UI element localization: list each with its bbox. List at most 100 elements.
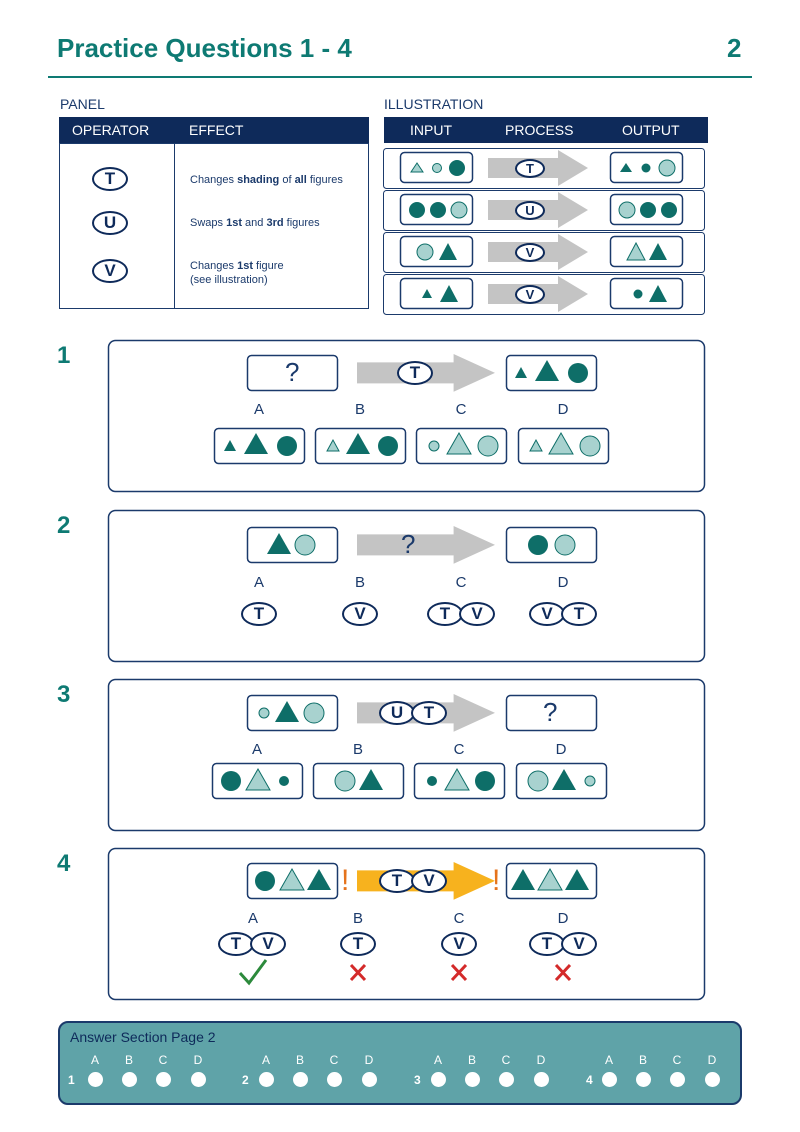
- check-icon: [238, 959, 268, 986]
- q4-option-c-operator[interactable]: V: [441, 932, 477, 956]
- q4-option-d-operator-1[interactable]: T: [529, 932, 565, 956]
- illustration-output-box: [609, 235, 684, 268]
- answer-bubble[interactable]: [636, 1072, 651, 1087]
- answer-bubble[interactable]: [362, 1072, 377, 1087]
- dark-triangle: [552, 769, 576, 790]
- light-triangle: [548, 431, 574, 455]
- q4-option-a-operator-1[interactable]: T: [218, 932, 254, 956]
- option-label[interactable]: D: [557, 910, 569, 927]
- option-label[interactable]: A: [251, 741, 262, 758]
- answer-letter: A: [433, 1053, 442, 1067]
- page-number: 2: [727, 33, 742, 63]
- effect-text: figures: [306, 174, 343, 186]
- illustration-input-box: [399, 277, 474, 310]
- answer-letter: D: [193, 1053, 203, 1067]
- option-label[interactable]: A: [247, 910, 258, 927]
- q4-operator-1: T: [379, 869, 415, 893]
- answer-bubble[interactable]: [670, 1072, 685, 1087]
- answer-bubble[interactable]: [602, 1072, 617, 1087]
- q4-option-a-operator-2[interactable]: V: [250, 932, 286, 956]
- light-circle: [303, 702, 325, 724]
- answer-bubble[interactable]: [122, 1072, 137, 1087]
- option-label[interactable]: B: [352, 910, 363, 927]
- effect-text: figure: [253, 260, 284, 272]
- answer-bubble[interactable]: [465, 1072, 480, 1087]
- option-label[interactable]: C: [453, 741, 465, 758]
- q4-option-b-operator[interactable]: T: [340, 932, 376, 956]
- answer-bubble[interactable]: [499, 1072, 514, 1087]
- dark-circle: [409, 202, 425, 218]
- q2-output-box: [505, 526, 598, 564]
- answer-letter: A: [261, 1053, 270, 1067]
- small-light-triangle: [326, 438, 340, 452]
- dark-triangle: [439, 243, 457, 260]
- option-label[interactable]: D: [555, 741, 567, 758]
- q2-option-d-operator-1[interactable]: V: [529, 602, 565, 626]
- header-divider: [48, 76, 752, 78]
- effect-column-header: EFFECT: [189, 122, 244, 138]
- small-dark-triangle: [422, 289, 432, 298]
- q1-operator: T: [397, 361, 433, 385]
- effect-text: and: [241, 217, 267, 229]
- answer-bubble[interactable]: [156, 1072, 171, 1087]
- answer-bubble[interactable]: [534, 1072, 549, 1087]
- light-circle: [450, 201, 468, 219]
- q2-option-c-operator-2[interactable]: V: [459, 602, 495, 626]
- dark-circle: [568, 363, 588, 383]
- answer-bubble[interactable]: [705, 1072, 720, 1087]
- dark-triangle: [649, 243, 667, 260]
- dark-triangle: [535, 360, 559, 381]
- answer-letter: B: [295, 1053, 304, 1067]
- option-label[interactable]: B: [354, 574, 365, 591]
- option-label[interactable]: D: [557, 574, 569, 591]
- option-label[interactable]: B: [352, 741, 363, 758]
- answer-letter: B: [638, 1053, 647, 1067]
- light-triangle: [444, 767, 470, 791]
- option-label[interactable]: B: [354, 401, 365, 418]
- answer-bubble[interactable]: [191, 1072, 206, 1087]
- dark-triangle: [307, 869, 331, 890]
- small-light-circle: [432, 163, 442, 173]
- answer-bubble[interactable]: [431, 1072, 446, 1087]
- dark-circle: [277, 436, 297, 456]
- input-column-header: INPUT: [410, 122, 452, 138]
- q3-output-box: [505, 694, 598, 732]
- answer-bubble[interactable]: [293, 1072, 308, 1087]
- q2-option-a-operator[interactable]: T: [241, 602, 277, 626]
- dark-triangle: [649, 285, 667, 302]
- effect-t: Changes shading of all figures: [190, 173, 370, 187]
- effect-text: Changes: [190, 174, 238, 186]
- operator-u: U: [92, 211, 128, 235]
- q2-option-c-operator-1[interactable]: T: [427, 602, 463, 626]
- small-dark-circle: [279, 776, 289, 786]
- answer-number: 4: [586, 1073, 593, 1087]
- small-dark-triangle: [620, 163, 632, 172]
- option-label[interactable]: C: [453, 910, 465, 927]
- option-label[interactable]: A: [253, 574, 264, 591]
- option-label[interactable]: D: [557, 401, 569, 418]
- option-label[interactable]: C: [455, 401, 467, 418]
- dark-triangle: [244, 433, 268, 454]
- effect-text: Changes: [190, 260, 238, 272]
- option-label[interactable]: A: [253, 401, 264, 418]
- large-dark-circle: [449, 160, 465, 176]
- dark-triangle: [346, 433, 370, 454]
- answer-letter: B: [124, 1053, 133, 1067]
- light-circle: [618, 201, 636, 219]
- answer-number: 2: [242, 1073, 249, 1087]
- answer-bubble[interactable]: [327, 1072, 342, 1087]
- q2-option-d-operator-2[interactable]: T: [561, 602, 597, 626]
- answer-section-title: Answer Section Page 2: [70, 1029, 216, 1045]
- option-label[interactable]: C: [455, 574, 467, 591]
- answer-letter: C: [501, 1053, 511, 1067]
- q4-warning-right: !: [492, 864, 501, 897]
- q2-option-b-operator[interactable]: V: [342, 602, 378, 626]
- effect-bold: shading: [237, 174, 280, 186]
- question-number: 3: [57, 681, 71, 708]
- answer-bubble[interactable]: [88, 1072, 103, 1087]
- illustration-output-box: [609, 277, 684, 310]
- q4-option-d-operator-2[interactable]: V: [561, 932, 597, 956]
- answer-bubble[interactable]: [259, 1072, 274, 1087]
- cross-icon: [554, 963, 572, 982]
- q4-warning-left: !: [341, 864, 350, 897]
